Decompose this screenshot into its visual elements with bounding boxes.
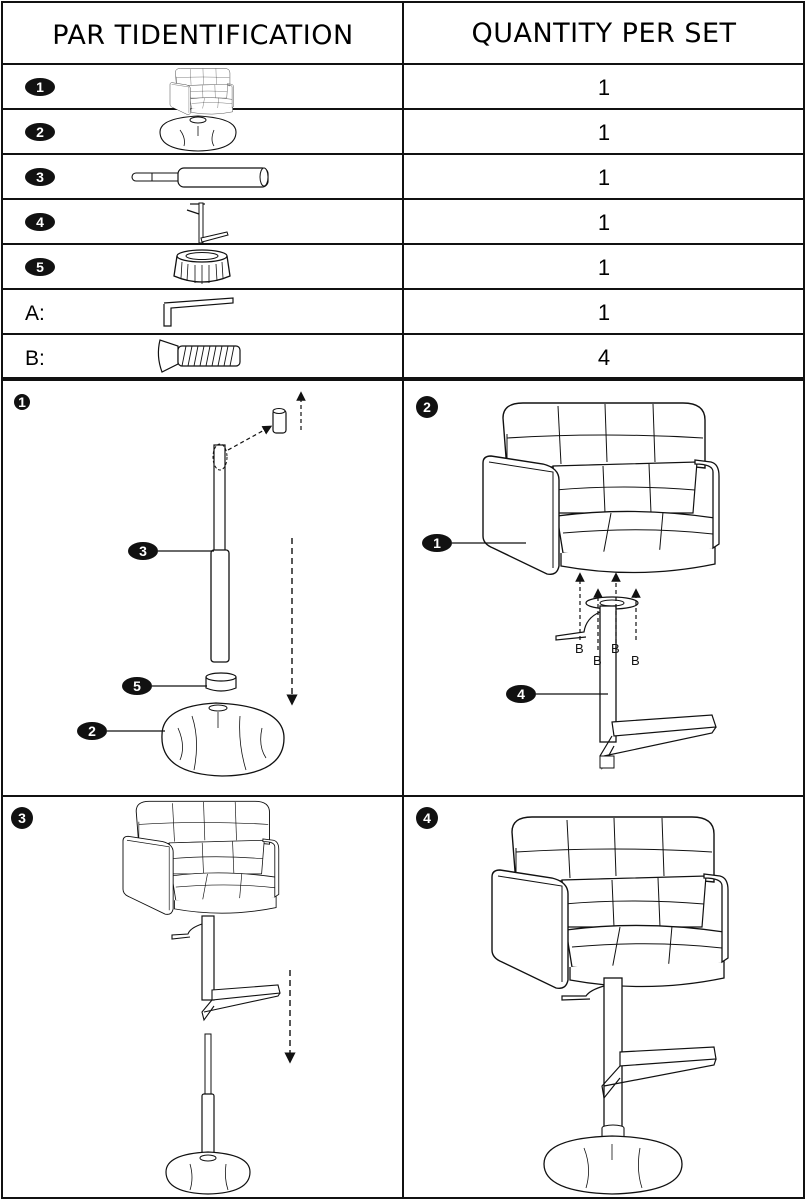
step-number: 4 (423, 810, 431, 826)
callout-3: 3 (128, 542, 214, 560)
footrest-bar (201, 984, 281, 1022)
column-tube (201, 915, 215, 1001)
parts-table: PAR TIDENTIFICATION QUANTITY PER SET 1 1… (1, 1, 805, 379)
part-number: 1 (36, 79, 44, 95)
part-number: 3 (36, 169, 44, 185)
base-cover-ring-icon (173, 249, 231, 284)
callout-4: 4 (506, 685, 608, 703)
svg-text:4: 4 (517, 686, 525, 702)
bolt-label: B (575, 641, 584, 656)
quantity-value: 1 (598, 255, 610, 280)
gas-cylinder-rod (213, 444, 226, 553)
quantity-value: 4 (598, 345, 610, 370)
height-lever (555, 611, 601, 641)
table-row: 1 1 (25, 68, 610, 115)
callout-5: 5 (122, 677, 207, 695)
bolt-label: B (631, 653, 640, 668)
allen-key-icon (163, 297, 234, 327)
step-2-panel: 2 B B B B 1 4 (416, 396, 720, 770)
quantity-value: 1 (598, 300, 610, 325)
chair-seat-icon (169, 68, 234, 115)
footrest-frame-icon (186, 202, 229, 244)
gas-cylinder-body (201, 1093, 215, 1157)
chair-seat (491, 816, 729, 990)
part-badge (25, 168, 55, 186)
table-row: A: 1 (25, 297, 610, 327)
gas-cylinder-rod (204, 1033, 212, 1097)
part-number: 2 (36, 124, 44, 140)
remove-cap-arrow (227, 425, 273, 451)
base-cover-ring (205, 672, 237, 692)
part-badge (25, 258, 55, 276)
header-quantity: QUANTITY PER SET (471, 18, 736, 49)
footrest-bar (601, 1046, 717, 1100)
part-number: 5 (36, 259, 44, 275)
chair-seat (122, 800, 280, 915)
round-base (165, 1151, 251, 1195)
svg-text:3: 3 (139, 543, 147, 559)
steps-grid (1, 379, 805, 1199)
round-base (543, 1135, 683, 1195)
height-lever (171, 923, 203, 940)
part-badge (25, 78, 55, 96)
part-badge (25, 213, 55, 231)
table-row: 4 1 (25, 202, 610, 244)
cylinder-cap (272, 408, 287, 434)
step-badge (11, 807, 33, 829)
header-part-identification: PAR TIDENTIFICATION (52, 20, 353, 51)
callout-1: 1 (422, 534, 526, 552)
gas-cylinder-body (210, 549, 230, 663)
quantity-value: 1 (598, 75, 610, 100)
part-label: B: (25, 347, 45, 370)
quantity-value: 1 (598, 210, 610, 235)
table-row: 2 1 (25, 115, 610, 152)
chair-seat (482, 402, 720, 576)
svg-text:1: 1 (433, 535, 441, 551)
part-number: 4 (36, 214, 44, 230)
column-tube (603, 977, 623, 1129)
step-4-panel: 4 (416, 807, 729, 1195)
quantity-value: 1 (598, 120, 610, 145)
part-badge (25, 123, 55, 141)
table-row: 3 1 (25, 165, 610, 190)
step-badge (416, 807, 438, 829)
step-number: 2 (423, 399, 431, 415)
svg-text:5: 5 (133, 678, 141, 694)
bolt-label: B (611, 641, 620, 656)
step-badge (416, 396, 438, 418)
quantity-value: 1 (598, 165, 610, 190)
callout-2: 2 (77, 722, 165, 740)
gas-cylinder-icon (131, 167, 269, 188)
table-row: 5 1 (25, 249, 610, 284)
table-row: B: 4 (25, 339, 610, 373)
step-number: 3 (18, 810, 26, 826)
step-badge (14, 394, 30, 410)
footrest-bar (599, 714, 717, 770)
step-3-panel: 3 (11, 800, 296, 1195)
round-base (161, 702, 285, 777)
height-lever (561, 985, 605, 1001)
part-label: A: (25, 302, 45, 325)
round-base-icon (159, 115, 237, 152)
svg-text:2: 2 (88, 723, 96, 739)
bolt-label: B (593, 653, 602, 668)
step-number: 1 (18, 394, 26, 410)
step-1-panel: 1 3 5 (14, 391, 306, 777)
bolt-icon (157, 339, 241, 373)
